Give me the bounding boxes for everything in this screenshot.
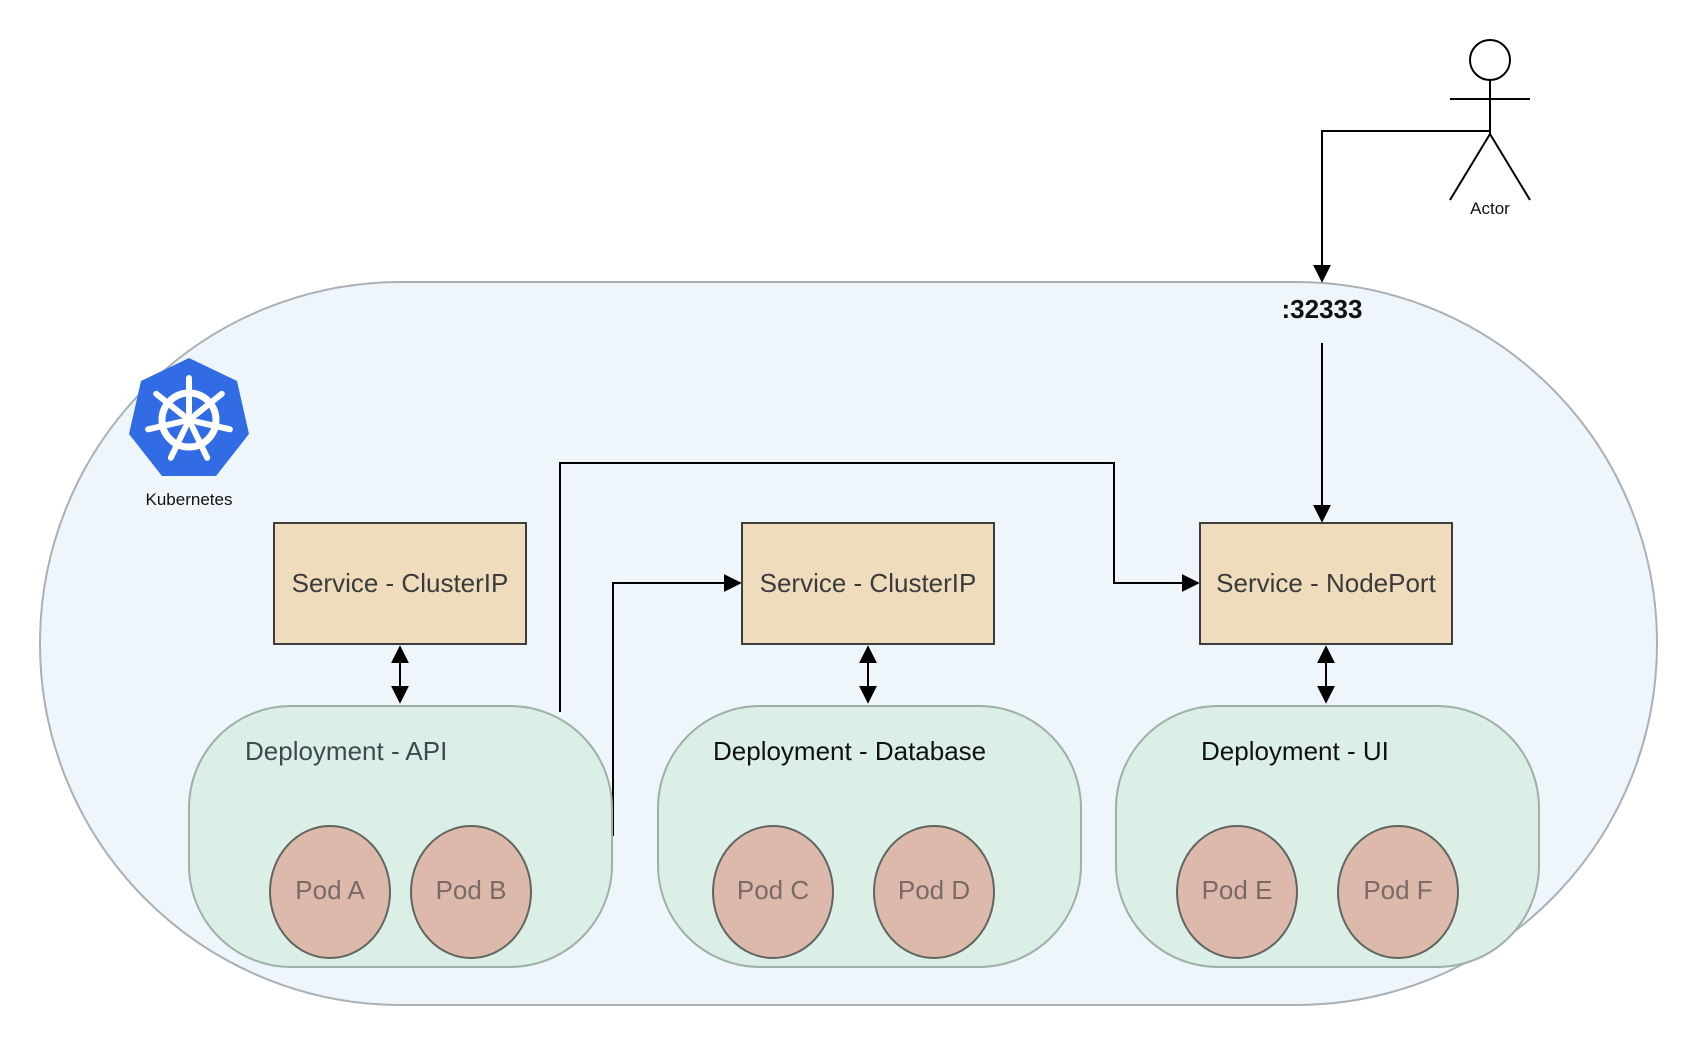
pod-label: Pod E xyxy=(1202,875,1273,905)
deployment-label: Deployment - Database xyxy=(713,736,986,766)
service-label: Service - ClusterIP xyxy=(292,568,509,598)
deployment-api: Deployment - API Pod A Pod B xyxy=(188,705,613,968)
kubernetes-label: Kubernetes xyxy=(146,490,233,509)
service-box-api: Service - ClusterIP xyxy=(273,522,527,645)
service-box-ui: Service - NodePort xyxy=(1199,522,1453,645)
service-label: Service - ClusterIP xyxy=(760,568,977,598)
deployment-ui: Deployment - UI Pod E Pod F xyxy=(1115,705,1540,968)
deployment-database: Deployment - Database Pod C Pod D xyxy=(657,705,1082,968)
kubernetes-helm-icon xyxy=(129,358,249,476)
actor-label: Actor xyxy=(1470,199,1510,218)
pod-c: Pod C xyxy=(712,825,834,959)
pod-f: Pod F xyxy=(1337,825,1459,959)
connector-actor-to-port xyxy=(1313,130,1490,283)
pod-label: Pod F xyxy=(1363,875,1432,905)
nodeport-port-label: :32333 xyxy=(1282,294,1363,324)
deployment-label: Deployment - UI xyxy=(1201,736,1389,766)
connector-api-to-database-service xyxy=(612,574,742,836)
pod-label: Pod A xyxy=(295,875,365,905)
pod-label: Pod D xyxy=(898,875,970,905)
pod-label: Pod C xyxy=(737,875,809,905)
pod-d: Pod D xyxy=(873,825,995,959)
stick-figure-icon xyxy=(1449,39,1531,201)
pod-a: Pod A xyxy=(269,825,391,959)
pod-b: Pod B xyxy=(410,825,532,959)
service-box-database: Service - ClusterIP xyxy=(741,522,995,645)
service-label: Service - NodePort xyxy=(1216,568,1436,598)
deployment-label: Deployment - API xyxy=(245,736,447,766)
pod-e: Pod E xyxy=(1176,825,1298,959)
connector-api-to-nodeport xyxy=(559,462,1200,712)
pod-label: Pod B xyxy=(436,875,507,905)
